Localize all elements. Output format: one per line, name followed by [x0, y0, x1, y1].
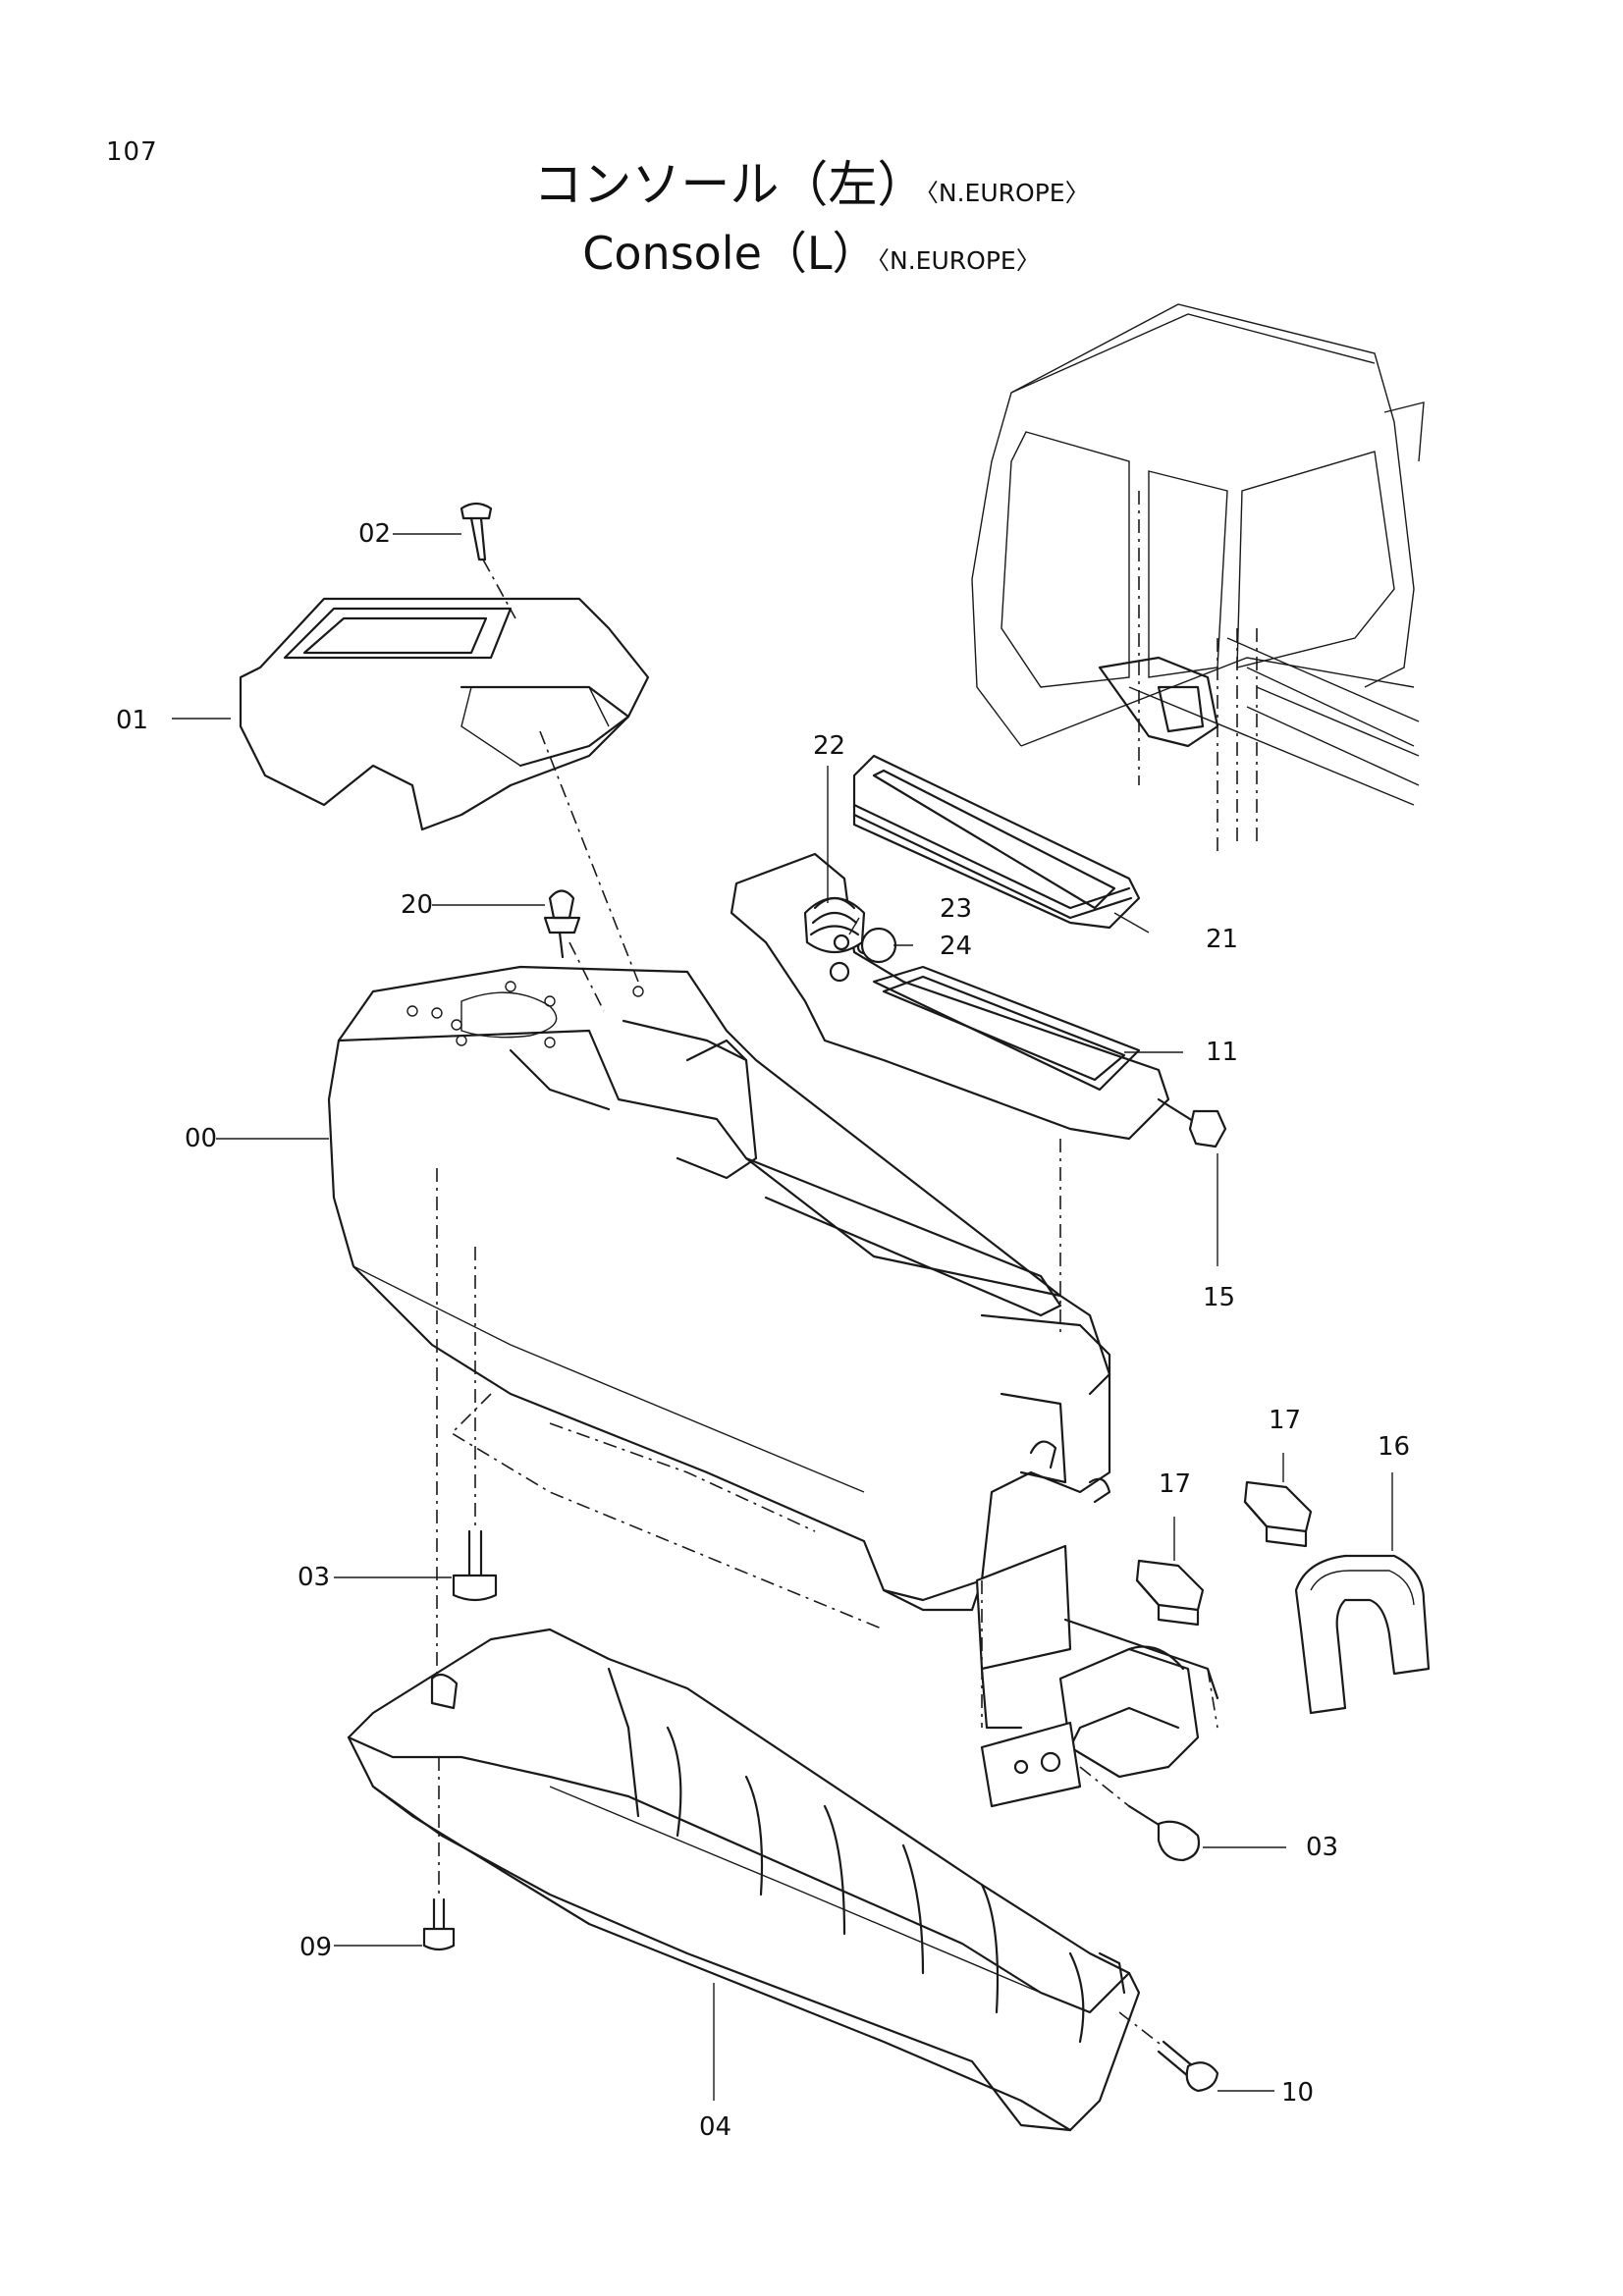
- callout-10: 10: [1281, 2078, 1314, 2108]
- title-jp-text: コンソール（左）: [533, 156, 927, 213]
- title-japanese: コンソール（左）〈N.EUROPE〉: [0, 145, 1623, 216]
- callout-04: 04: [699, 2112, 731, 2142]
- assembly-lines: [539, 730, 1061, 1335]
- callout-03-right: 03: [1306, 1833, 1338, 1862]
- callout-16: 16: [1378, 1432, 1410, 1462]
- callout-labels: 02 01 00 20 22 23 24 21 11 15 17 17 16 0…: [116, 519, 1410, 2142]
- part-00-console-body: [327, 965, 1111, 1630]
- part-03-bolt-right: [1079, 1766, 1201, 1862]
- callout-11: 11: [1206, 1038, 1238, 1067]
- part-02-bolt: [460, 502, 516, 619]
- lower-bracket: [975, 1544, 1219, 1808]
- part-21-tray: [852, 754, 1141, 930]
- callout-20: 20: [401, 890, 433, 920]
- callout-09: 09: [299, 1933, 332, 1962]
- part-09-bolt: [422, 1757, 456, 1951]
- part-17-pad-lower: [1135, 1559, 1205, 1627]
- title-english: Console（L）〈N.EUROPE〉: [0, 218, 1623, 283]
- callout-22: 22: [813, 731, 845, 761]
- callout-15: 15: [1203, 1283, 1235, 1312]
- part-03-bolt-left: [436, 1168, 498, 1688]
- callout-23: 23: [940, 894, 972, 924]
- part-16-grip: [1294, 1554, 1431, 1715]
- callout-00: 00: [185, 1124, 217, 1153]
- part-01-top-cover: [239, 597, 650, 831]
- page-number: 107: [106, 137, 158, 167]
- region-label-jp: 〈N.EUROPE〉: [926, 179, 1090, 207]
- callout-03-left: 03: [298, 1563, 330, 1592]
- part-04-lower-cover: [347, 1628, 1141, 2132]
- callout-02: 02: [358, 519, 391, 549]
- title-en-text: Console（L）: [582, 227, 878, 280]
- part-17-pad-upper: [1243, 1480, 1313, 1548]
- part-10-bolt: [1118, 2011, 1219, 2093]
- callout-17-lower: 17: [1159, 1469, 1191, 1499]
- region-label-en: 〈N.EUROPE〉: [877, 246, 1041, 275]
- callout-24: 24: [940, 932, 972, 961]
- callout-21: 21: [1206, 925, 1238, 954]
- callout-01: 01: [116, 706, 148, 735]
- part-20-clip: [543, 889, 605, 1012]
- part-24-cap: [860, 927, 897, 964]
- part-15-bolt: [1157, 1097, 1227, 1148]
- part-23-socket: [833, 934, 850, 951]
- callout-17-upper: 17: [1269, 1406, 1301, 1435]
- leader-lines: [172, 533, 1393, 2101]
- cab-location-view: [971, 303, 1425, 854]
